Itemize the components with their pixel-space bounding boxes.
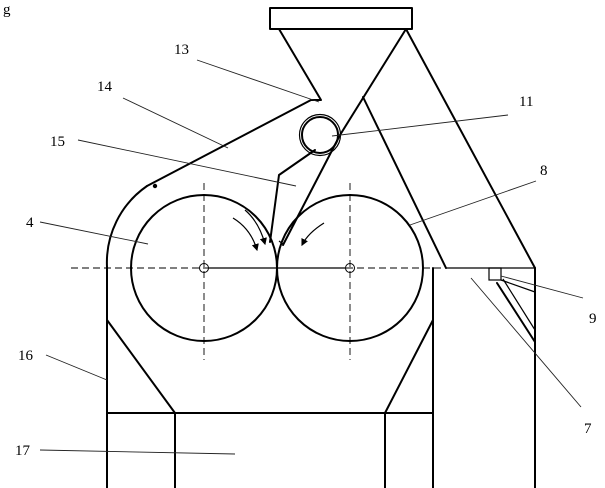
frame [106, 266, 434, 488]
label-8: 8 [540, 163, 548, 179]
label-17: 17 [15, 443, 31, 459]
guide-plate [269, 134, 341, 246]
discharge-assembly [446, 267, 536, 488]
caption-fragment: g [3, 2, 11, 18]
label-13: 13 [174, 42, 189, 58]
label-7: 7 [584, 421, 592, 437]
part-labels: 13 14 11 15 8 4 16 9 7 17 [15, 42, 597, 459]
leader-lines [39, 59, 584, 455]
label-11: 11 [519, 94, 533, 110]
label-4: 4 [26, 215, 34, 231]
feed-roller [298, 113, 342, 157]
rotation-arrows [232, 209, 325, 252]
label-16: 16 [18, 348, 34, 364]
center-lines [71, 183, 446, 360]
housing-cover [105, 99, 312, 268]
label-14: 14 [97, 79, 113, 95]
label-15: 15 [50, 134, 65, 150]
label-9: 9 [589, 311, 597, 327]
hopper [269, 7, 536, 269]
